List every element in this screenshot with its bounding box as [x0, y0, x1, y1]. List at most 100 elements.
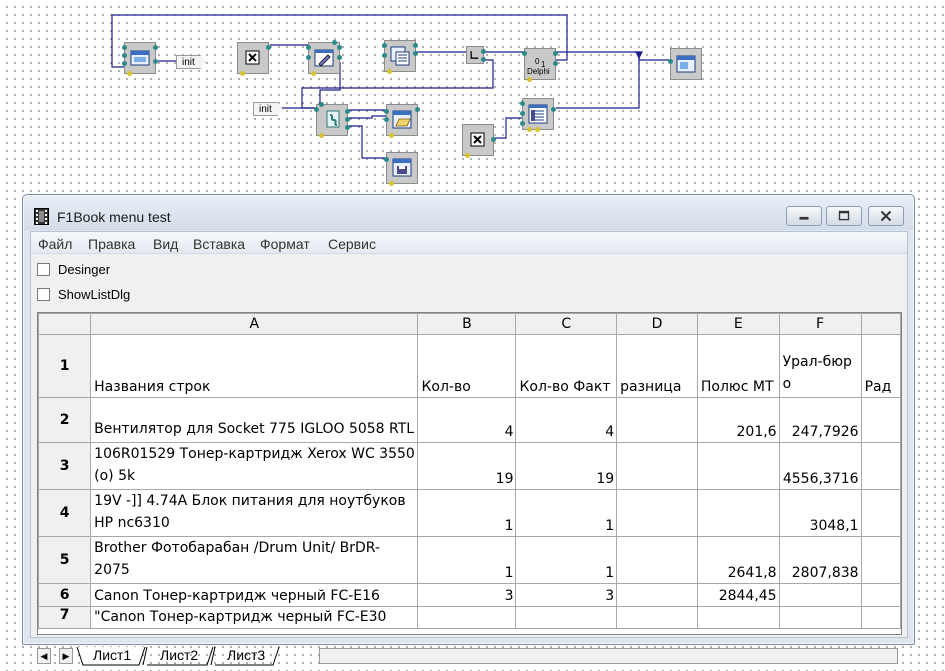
menu-insert[interactable]: Вставка	[193, 236, 246, 252]
close-component-2[interactable]	[462, 124, 496, 158]
column-header[interactable]: F	[778, 313, 862, 335]
save-file-component[interactable]	[384, 152, 418, 186]
edit-component[interactable]	[306, 40, 342, 76]
cell[interactable]: 3	[515, 583, 618, 607]
cell[interactable]: 247,7926	[778, 397, 862, 443]
cell[interactable]: 201,6	[696, 397, 780, 443]
script-component[interactable]	[314, 102, 350, 138]
menu-service[interactable]: Сервис	[328, 236, 376, 252]
cell[interactable]	[616, 536, 698, 584]
table-window-icon	[528, 104, 548, 124]
open-file-component[interactable]	[384, 104, 420, 138]
menu-file[interactable]: Файл	[38, 236, 73, 252]
cell[interactable]	[696, 606, 780, 629]
output-window-component[interactable]	[668, 48, 702, 80]
menu-format[interactable]: Формат	[260, 236, 310, 252]
delphi-component[interactable]: 0 1 Delphi	[522, 48, 558, 82]
cell[interactable]: Кол-во	[417, 334, 517, 398]
cell[interactable]: 4	[515, 397, 618, 443]
small-link-component[interactable]	[466, 46, 486, 64]
cell[interactable]	[860, 536, 901, 584]
cell[interactable]: разница	[616, 334, 698, 398]
cell[interactable]: 19	[417, 442, 517, 490]
sheet-tab-3[interactable]: Лист3	[227, 647, 266, 663]
cell[interactable]: 2807,838	[778, 536, 862, 584]
cell[interactable]: 1	[417, 489, 517, 537]
cell[interactable]: 3	[417, 583, 517, 607]
cell[interactable]	[860, 397, 901, 443]
cell[interactable]	[515, 606, 618, 629]
cell[interactable]	[696, 489, 780, 537]
row-header[interactable]: 4	[38, 489, 92, 537]
cell[interactable]: 1	[417, 536, 517, 584]
row-header[interactable]: 1	[38, 334, 92, 398]
row-header[interactable]: 3	[38, 442, 92, 490]
title-bar[interactable]: F1Book menu test	[24, 196, 913, 230]
cell[interactable]	[860, 442, 901, 490]
cell[interactable]: 2641,8	[696, 536, 780, 584]
sheet-tab-1[interactable]: Лист1	[93, 647, 132, 663]
cell[interactable]	[778, 606, 862, 629]
menu-view[interactable]: Вид	[153, 236, 179, 252]
init-tag-2[interactable]: init	[253, 102, 283, 116]
row-header[interactable]: 5	[38, 536, 92, 584]
cell[interactable]: 2844,45	[696, 583, 780, 607]
form-component[interactable]	[122, 42, 158, 76]
next-sheet-button[interactable]: ▶	[59, 648, 73, 664]
close-button[interactable]	[868, 206, 904, 226]
cell[interactable]	[616, 397, 698, 443]
maximize-button[interactable]	[826, 206, 862, 226]
desinger-checkbox[interactable]	[37, 263, 50, 276]
column-header[interactable]	[860, 313, 901, 335]
cell[interactable]: Кол-во Факт	[515, 334, 618, 398]
close-component[interactable]	[237, 42, 271, 76]
cell[interactable]: 1	[515, 536, 618, 584]
cell[interactable]	[616, 489, 698, 537]
folder-icon	[392, 110, 412, 129]
list-component[interactable]	[382, 40, 418, 74]
corner-cell[interactable]	[38, 313, 92, 335]
cell[interactable]	[616, 442, 698, 490]
sheet-tab-2[interactable]: Лист2	[160, 647, 199, 663]
column-header[interactable]: B	[417, 313, 517, 335]
menu-edit[interactable]: Правка	[88, 236, 136, 252]
cell[interactable]: Урал-бюро	[778, 334, 862, 398]
cell[interactable]: Вентилятор для Socket 775 IGLOO 5058 RTL	[90, 397, 419, 443]
cell[interactable]	[860, 606, 901, 629]
cell[interactable]	[417, 606, 517, 629]
cell[interactable]	[860, 489, 901, 537]
cell[interactable]: 4556,3716	[778, 442, 862, 490]
cell[interactable]	[616, 583, 698, 607]
cell[interactable]: 19	[515, 442, 618, 490]
row-header[interactable]: 2	[38, 397, 92, 443]
showlistdlg-checkbox[interactable]	[37, 288, 50, 301]
cell[interactable]	[860, 583, 901, 607]
cell[interactable]: 4	[417, 397, 517, 443]
cell[interactable]: Рад	[860, 334, 901, 398]
cell[interactable]: Canon Тонер-картридж черный FC-E16	[90, 583, 419, 607]
column-header[interactable]: A	[90, 313, 419, 335]
horizontal-scrollbar[interactable]	[319, 648, 898, 664]
init-tag-1[interactable]: init	[176, 55, 206, 69]
cell[interactable]: Названия строк	[90, 334, 419, 398]
row-header[interactable]: 6	[38, 583, 92, 607]
cell[interactable]	[778, 583, 862, 607]
column-header[interactable]: E	[696, 313, 780, 335]
cell[interactable]	[616, 606, 698, 629]
table-row: 2 Вентилятор для Socket 775 IGLOO 5058 R…	[38, 397, 901, 443]
cell[interactable]: 1	[515, 489, 618, 537]
cell[interactable]: 3048,1	[778, 489, 862, 537]
multi-component[interactable]	[520, 98, 556, 132]
spreadsheet-grid[interactable]: A B C D E F 1 Названия строк Кол-во Кол	[37, 312, 902, 635]
cell[interactable]: Brother Фотобарабан /Drum Unit/ BrDR-207…	[90, 536, 419, 584]
minimize-button[interactable]	[786, 206, 822, 226]
row-header[interactable]: 7	[38, 606, 92, 629]
cell[interactable]: 106R01529 Тонер-картридж Xerox WC 3550 (…	[90, 442, 419, 490]
cell[interactable]: 19V -]] 4.74A Блок питания для ноутбуков…	[90, 489, 419, 537]
cell[interactable]	[696, 442, 780, 490]
prev-sheet-button[interactable]: ◀	[37, 648, 51, 664]
cell[interactable]: "Canon Тонер-картридж черный FC-E30	[90, 606, 419, 629]
column-header[interactable]: D	[616, 313, 698, 335]
column-header[interactable]: C	[515, 313, 618, 335]
cell[interactable]: Полюс МТ	[696, 334, 780, 398]
